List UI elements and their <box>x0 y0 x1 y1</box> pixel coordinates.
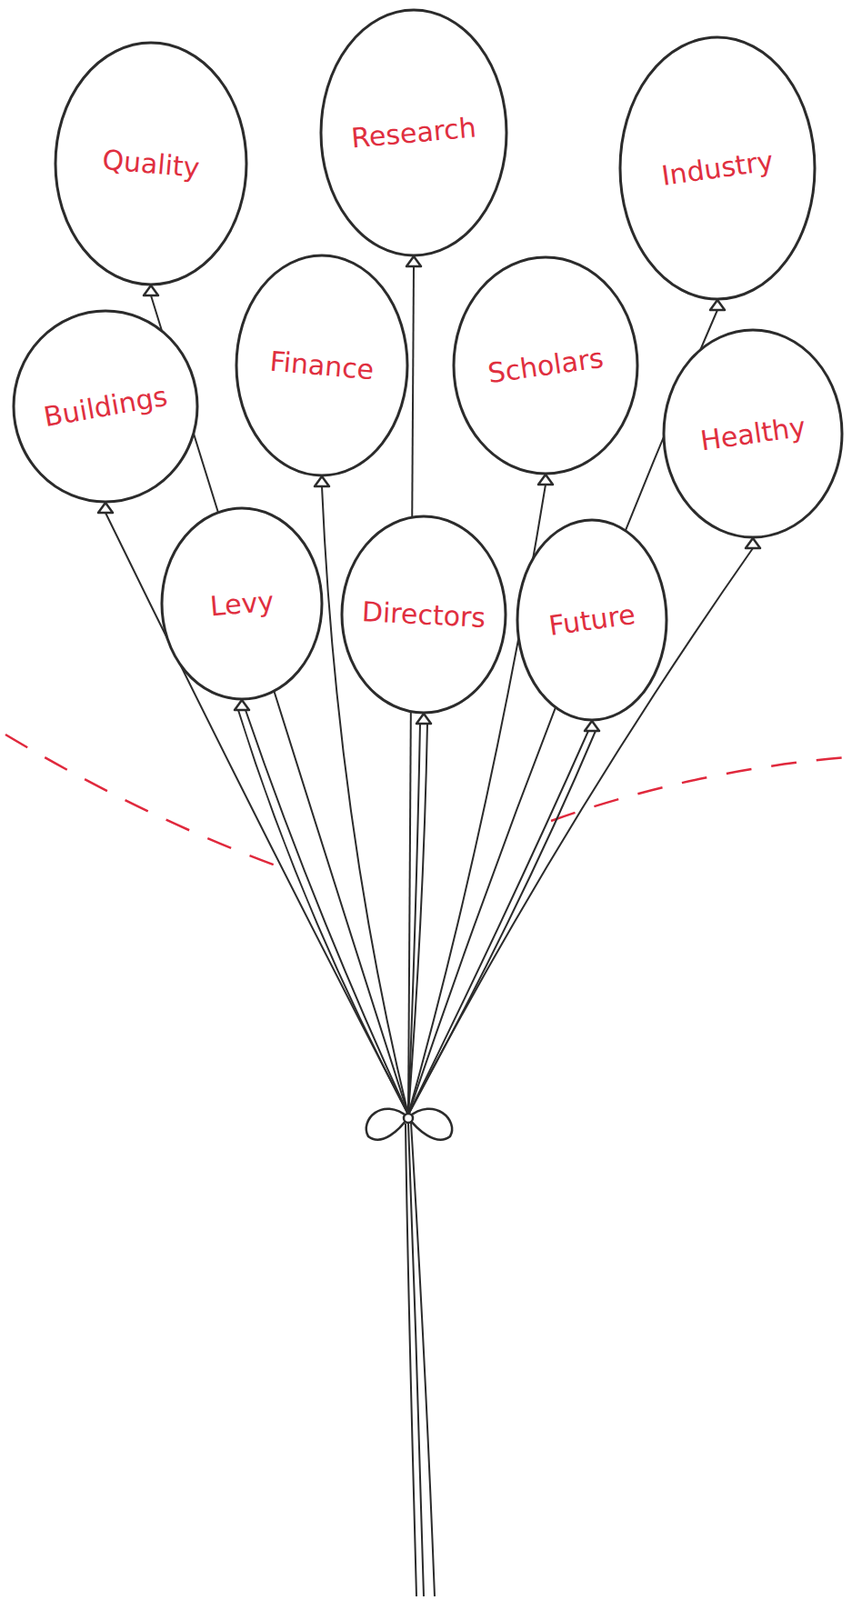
balloon-tie <box>538 474 553 485</box>
string <box>408 723 421 1115</box>
balloon: Scholars <box>451 255 640 476</box>
balloon-label: Directors <box>360 596 487 633</box>
balloon-tie <box>234 700 250 711</box>
balloon-ties <box>98 256 761 732</box>
balloon-shape <box>453 257 638 474</box>
bow-knot <box>366 1109 452 1141</box>
strings <box>105 266 753 1597</box>
balloon-shape <box>161 508 322 700</box>
balloon: Directors <box>340 514 508 715</box>
balloon: Finance <box>234 253 410 478</box>
balloon-shape <box>320 10 507 256</box>
dashed-curve <box>5 734 286 870</box>
knot <box>403 1113 413 1123</box>
balloon-shape <box>236 255 408 476</box>
balloon: Future <box>515 518 669 722</box>
balloon-tie <box>416 713 432 724</box>
dashed-curve <box>551 757 846 822</box>
string <box>405 1123 417 1597</box>
string <box>408 723 428 1115</box>
bow-loop <box>408 1109 452 1141</box>
balloon-label: Levy <box>209 586 276 622</box>
string <box>245 710 409 1115</box>
balloon: Quality <box>53 40 249 287</box>
balloon-tie <box>745 538 761 549</box>
balloon-shape <box>13 310 198 502</box>
balloon-tie <box>710 300 725 311</box>
bow-loop <box>366 1109 409 1141</box>
string <box>408 731 589 1115</box>
balloon-shape <box>517 520 667 721</box>
balloon: Research <box>319 8 509 258</box>
balloon: Industry <box>618 35 817 301</box>
string <box>408 731 596 1115</box>
balloon-tie <box>98 502 113 513</box>
balloon-tie <box>584 721 600 732</box>
balloon: Levy <box>160 506 324 702</box>
balloon: Buildings <box>11 309 200 504</box>
balloon-shape <box>620 37 815 300</box>
balloon-shape <box>341 516 506 713</box>
balloon-tie <box>314 476 330 487</box>
balloon-shape <box>55 42 247 285</box>
balloon-shape <box>663 330 842 538</box>
balloon-tie <box>406 256 421 267</box>
balloon-tie <box>143 285 159 296</box>
string <box>238 710 409 1115</box>
balloon: Healthy <box>661 328 844 540</box>
